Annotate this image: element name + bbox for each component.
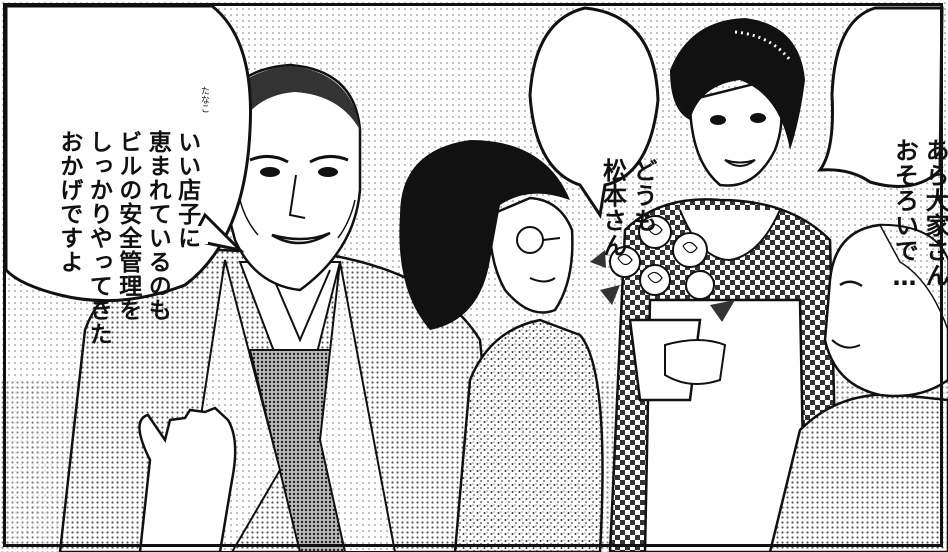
florist-line-1: あら大家さん <box>921 138 948 288</box>
landlord-line-1: いい店子に <box>173 130 200 250</box>
furigana-tanako: たなこ <box>199 86 209 113</box>
landlord-line-3: ビルの安全管理を <box>114 130 141 322</box>
landlord-line-5: おかげですよ <box>55 130 82 274</box>
speech-bubble-landlord <box>4 4 252 303</box>
old-man <box>768 223 948 552</box>
landlord-line-2: 恵まれているのも <box>144 130 171 322</box>
woman-line-1: どうも <box>629 158 658 233</box>
woman-with-glasses <box>399 140 604 552</box>
landlord-line-4: しっかりやってきた <box>85 130 112 346</box>
speech-bubble-florist <box>816 6 944 188</box>
speech-text-florist: あら大家さん おそろいで… <box>858 22 948 292</box>
florist-line-2: おそろいで… <box>890 138 919 292</box>
speech-text-woman: どうも 松本さん <box>566 42 689 258</box>
potted-roses <box>590 215 735 402</box>
speech-bubble-woman <box>528 6 660 219</box>
landlord-man <box>58 63 502 552</box>
woman-line-2: 松本さん <box>598 158 627 258</box>
speech-text-landlord: いい店子に 恵まれているのも ビルの安全管理を しっかりやってきた おかげですよ <box>24 22 230 346</box>
